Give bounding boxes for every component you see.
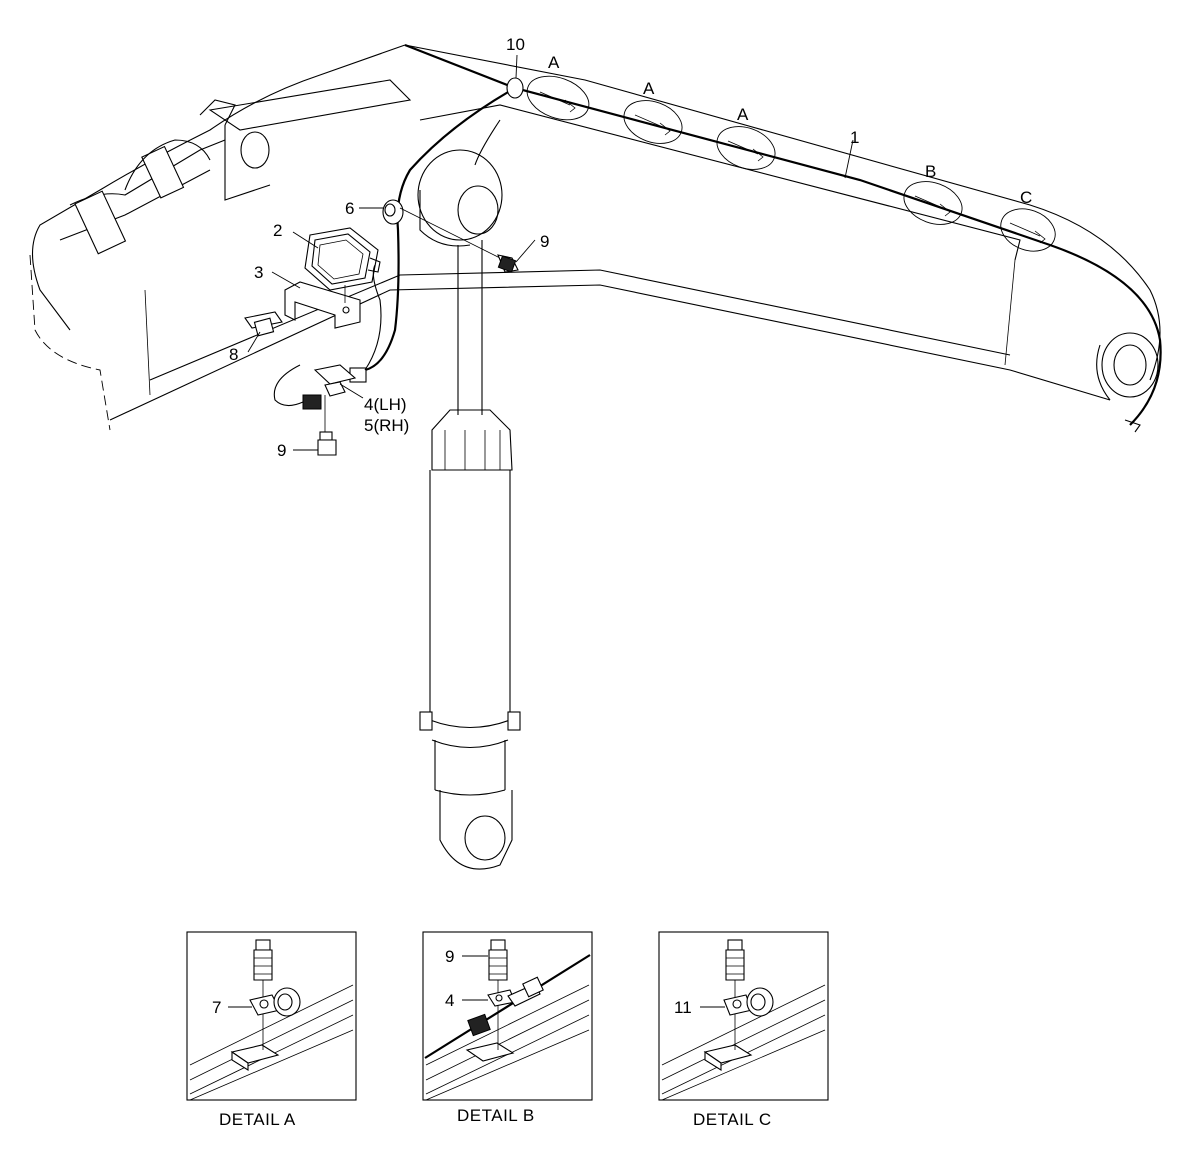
boom-cylinder [417, 149, 521, 870]
callout-9-left: 9 [277, 441, 286, 460]
callout-1: 1 [850, 128, 859, 147]
detail-b-oval [903, 181, 963, 225]
callout-detail-a-3: A [737, 105, 749, 124]
detail-a-panel: 7 DETAIL A [186, 931, 357, 1129]
detail-b-title: DETAIL B [457, 1106, 535, 1125]
detail-c-title: DETAIL C [693, 1110, 772, 1129]
detail-b-part-label-mid: 4 [445, 991, 454, 1010]
callout-10: 10 [506, 35, 525, 54]
detail-b-part-label-top: 9 [445, 947, 454, 966]
callout-detail-a-2: A [643, 79, 655, 98]
callout-detail-b: B [925, 162, 936, 181]
detail-a-oval-1 [526, 75, 590, 121]
work-lamp-assembly [244, 77, 524, 456]
callout-6: 6 [345, 199, 354, 218]
lamp-bracket [284, 281, 361, 329]
leader-lines [247, 54, 854, 451]
callout-detail-c: C [1020, 188, 1032, 207]
detail-b-panel: 9 4 DETAIL B [422, 931, 593, 1125]
callout-5-rh: 5(RH) [364, 416, 409, 435]
boom [29, 44, 1161, 431]
callout-4-lh: 4(LH) [364, 395, 407, 414]
callout-3: 3 [254, 263, 263, 282]
detail-callout-ovals [526, 75, 1056, 252]
callout-detail-a-1: A [548, 53, 560, 72]
harness-clip [313, 364, 357, 385]
grommet [506, 77, 524, 99]
detail-a-title: DETAIL A [219, 1110, 296, 1129]
callout-2: 2 [273, 221, 282, 240]
detail-c-oval [1000, 208, 1056, 252]
wiring-harness [364, 43, 1162, 433]
callout-9-right: 9 [540, 232, 549, 251]
callout-labels: 10 A A A 1 B C 6 2 9 3 8 4(LH) 5(RH) 9 [229, 35, 1032, 460]
detail-a-part-label: 7 [212, 998, 221, 1017]
detail-a-oval-2 [623, 100, 683, 144]
detail-a-oval-3 [716, 126, 776, 170]
callout-8: 8 [229, 345, 238, 364]
detail-c-part-label: 11 [674, 998, 692, 1017]
detail-c-panel: 11 DETAIL C [658, 931, 829, 1129]
